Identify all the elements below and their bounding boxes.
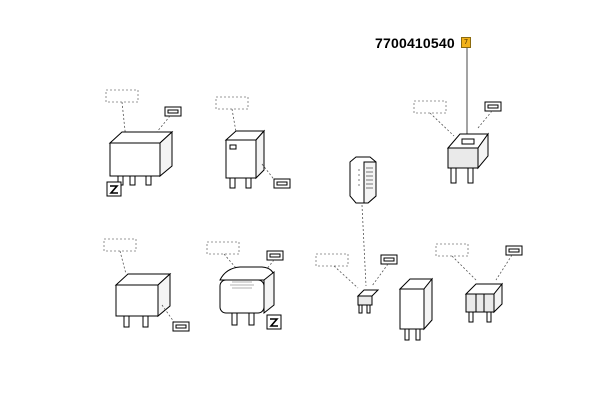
- relay-3[interactable]: [103, 238, 190, 332]
- callout-placeholder: [206, 241, 240, 255]
- callout-tag[interactable]: [380, 254, 398, 265]
- vent-grille: [230, 281, 254, 289]
- part-number-label: 7700410540: [375, 35, 455, 51]
- callout-tag[interactable]: [172, 321, 190, 332]
- fuse-3[interactable]: [349, 156, 377, 204]
- callout-placeholder: [103, 238, 137, 252]
- callout-placeholder: [435, 243, 469, 257]
- suppression-symbol-icon: [106, 181, 122, 197]
- suppression-symbol-icon: [266, 314, 282, 330]
- callout-placeholder: [215, 96, 249, 110]
- fuse-1[interactable]: [413, 48, 502, 184]
- relay-2[interactable]: [215, 96, 291, 189]
- callout-tag[interactable]: [484, 101, 502, 112]
- callout-tag[interactable]: [266, 250, 284, 261]
- relay-1[interactable]: [105, 89, 182, 197]
- callout-tag[interactable]: [273, 178, 291, 189]
- fuse-2[interactable]: [315, 204, 398, 314]
- fuse-4[interactable]: [435, 243, 523, 323]
- callout-tag[interactable]: [505, 245, 523, 256]
- relay-5[interactable]: [398, 277, 434, 341]
- callout-placeholder: [413, 100, 447, 114]
- callout-tag[interactable]: [164, 106, 182, 117]
- relay-4[interactable]: [206, 241, 284, 330]
- callout-placeholder: [105, 89, 139, 103]
- callout-placeholder: [315, 253, 349, 267]
- reference-badge[interactable]: 7: [461, 37, 471, 48]
